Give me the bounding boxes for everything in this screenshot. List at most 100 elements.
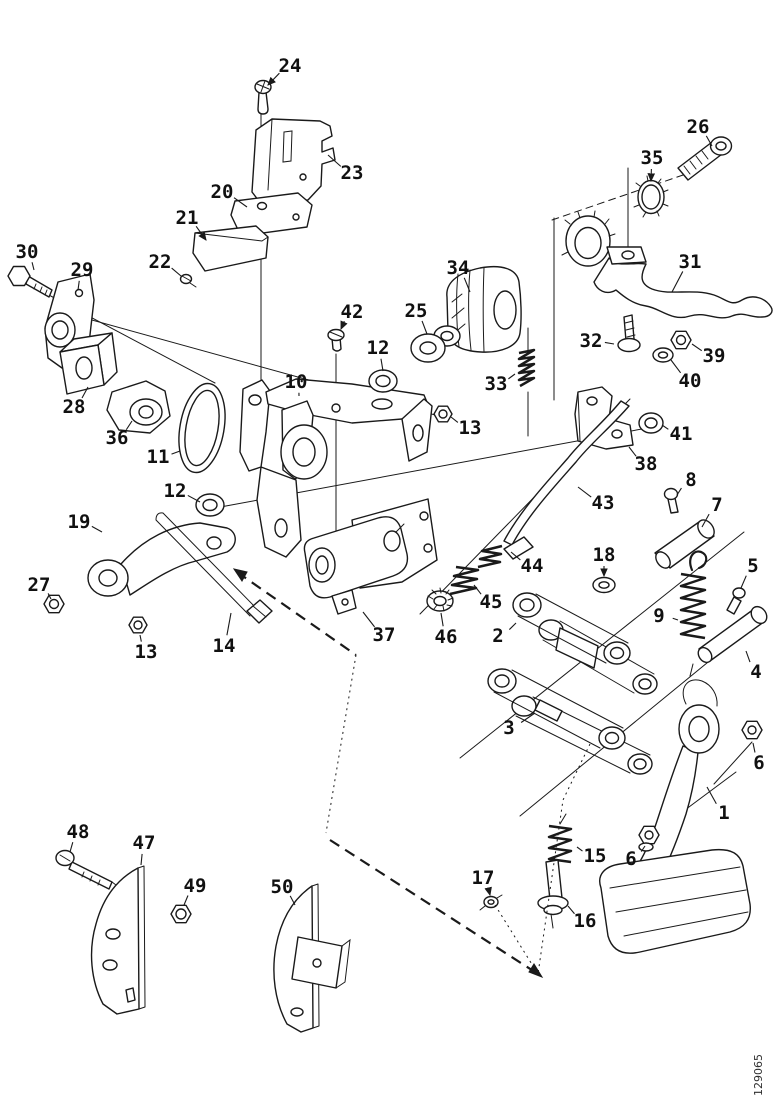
leader-line-9-41 — [672, 617, 679, 621]
pad-part-21 — [192, 225, 269, 272]
callout-12-13: 12 — [367, 337, 390, 359]
callout-38-21: 38 — [635, 453, 658, 475]
callout-12-25: 12 — [164, 480, 187, 502]
leader-line-31-9 — [671, 271, 684, 293]
leader-line-25-11 — [421, 320, 428, 335]
bushing-part-12-lower — [195, 493, 225, 517]
callout-19-26: 19 — [68, 511, 91, 533]
bolt-part-26 — [677, 136, 733, 181]
screw-part-22 — [179, 273, 197, 288]
leader-line-44-35 — [510, 551, 521, 561]
leader-line-23-1 — [327, 154, 342, 167]
leader-line-37-30 — [362, 611, 375, 628]
clip-part-17 — [479, 894, 503, 911]
callout-28-22: 28 — [63, 396, 86, 418]
leader-line-28-22 — [81, 386, 89, 399]
leader-line-49-51 — [183, 895, 189, 906]
callout-13-28: 13 — [135, 641, 158, 663]
leader-line-47-50 — [140, 853, 143, 866]
leader-line-13-28 — [139, 634, 142, 642]
cylinder-part-37 — [303, 498, 438, 615]
leader-line-33-17 — [508, 373, 516, 380]
rod-part-16 — [537, 859, 569, 929]
callout-6-43: 6 — [753, 752, 764, 774]
callout-27-27: 27 — [28, 574, 51, 596]
plate-part-47 — [90, 865, 146, 1015]
callout-24-0: 24 — [279, 55, 302, 77]
link-part-3 — [487, 668, 653, 775]
link-part-2 — [512, 592, 658, 695]
leader-line-11-24 — [171, 450, 181, 455]
callout-21-3: 21 — [176, 207, 199, 229]
leader-line-8-38 — [676, 487, 682, 496]
callout-3-33: 3 — [503, 717, 514, 739]
callout-20-2: 20 — [211, 181, 234, 203]
leader-line-7-39 — [701, 513, 710, 528]
callout-31-9: 31 — [679, 251, 702, 273]
leader-line-17-47 — [484, 886, 492, 897]
callout-13-19: 13 — [459, 417, 482, 439]
callout-34-10: 34 — [447, 257, 470, 279]
nut-part-39 — [670, 330, 692, 350]
bushing-part-12-upper — [368, 369, 398, 393]
bolt-part-32 — [617, 314, 641, 353]
lever-part-31 — [561, 210, 773, 319]
plate-part-20 — [230, 192, 313, 237]
callout-5-40: 5 — [747, 555, 758, 577]
leader-line-1-44 — [706, 786, 717, 805]
callout-18-37: 18 — [593, 544, 616, 566]
callout-30-5: 30 — [16, 241, 39, 263]
block-part-28 — [59, 332, 118, 395]
leader-line-42-12 — [340, 320, 348, 331]
pin-part-4 — [697, 605, 768, 664]
callout-44-35: 44 — [521, 555, 544, 577]
callout-10-18: 10 — [285, 371, 308, 393]
leader-line-32-14 — [604, 341, 615, 345]
screw-part-5 — [726, 587, 746, 615]
callout-23-1: 23 — [341, 162, 364, 184]
ring-part-35 — [633, 175, 669, 218]
screw-part-24 — [254, 79, 272, 115]
callout-47-50: 47 — [133, 832, 156, 854]
pin-part-7 — [654, 519, 715, 569]
callout-49-51: 49 — [184, 875, 207, 897]
callout-35-8: 35 — [641, 147, 664, 169]
callout-15-45: 15 — [584, 845, 607, 867]
leader-line-34-10 — [463, 277, 471, 293]
bolt-part-6-right — [741, 720, 763, 740]
leader-line-43-34 — [577, 486, 592, 498]
leader-line-27-27 — [47, 593, 52, 600]
boot-part-34 — [446, 265, 522, 353]
bushing-part-25 — [410, 325, 461, 363]
leader-line-36-23 — [125, 420, 133, 431]
screw-part-42 — [327, 328, 345, 352]
callout-1-44: 1 — [718, 802, 729, 824]
leader-line-26-7 — [705, 135, 713, 147]
leader-line-48-49 — [69, 842, 74, 853]
parts-layer — [7, 79, 773, 1033]
damper-part-44 — [477, 536, 534, 569]
callout-50-52: 50 — [271, 876, 294, 898]
leader-line-13-19 — [450, 416, 459, 423]
callout-11-24: 11 — [147, 446, 170, 468]
nut-part-49 — [170, 904, 192, 924]
leader-line-12-25 — [187, 494, 201, 503]
leader-line-19-26 — [91, 525, 103, 533]
bolt-part-30 — [7, 265, 53, 298]
callout-14-29: 14 — [213, 635, 236, 657]
leader-line-46-31 — [440, 612, 444, 627]
bracket-part-38 — [574, 386, 634, 450]
leader-line-14-29 — [226, 612, 232, 636]
leader-lines — [31, 72, 756, 915]
leader-line-5-40 — [740, 575, 747, 589]
spring-part-45 — [449, 565, 480, 596]
spring-part-15 — [547, 813, 573, 864]
callout-40-16: 40 — [679, 370, 702, 392]
gasket-part-11 — [178, 382, 226, 474]
washer-part-46 — [426, 587, 454, 612]
leader-line-39-15 — [691, 343, 703, 352]
dashed-reference-lines — [232, 568, 591, 978]
leader-line-16-48 — [567, 905, 575, 915]
